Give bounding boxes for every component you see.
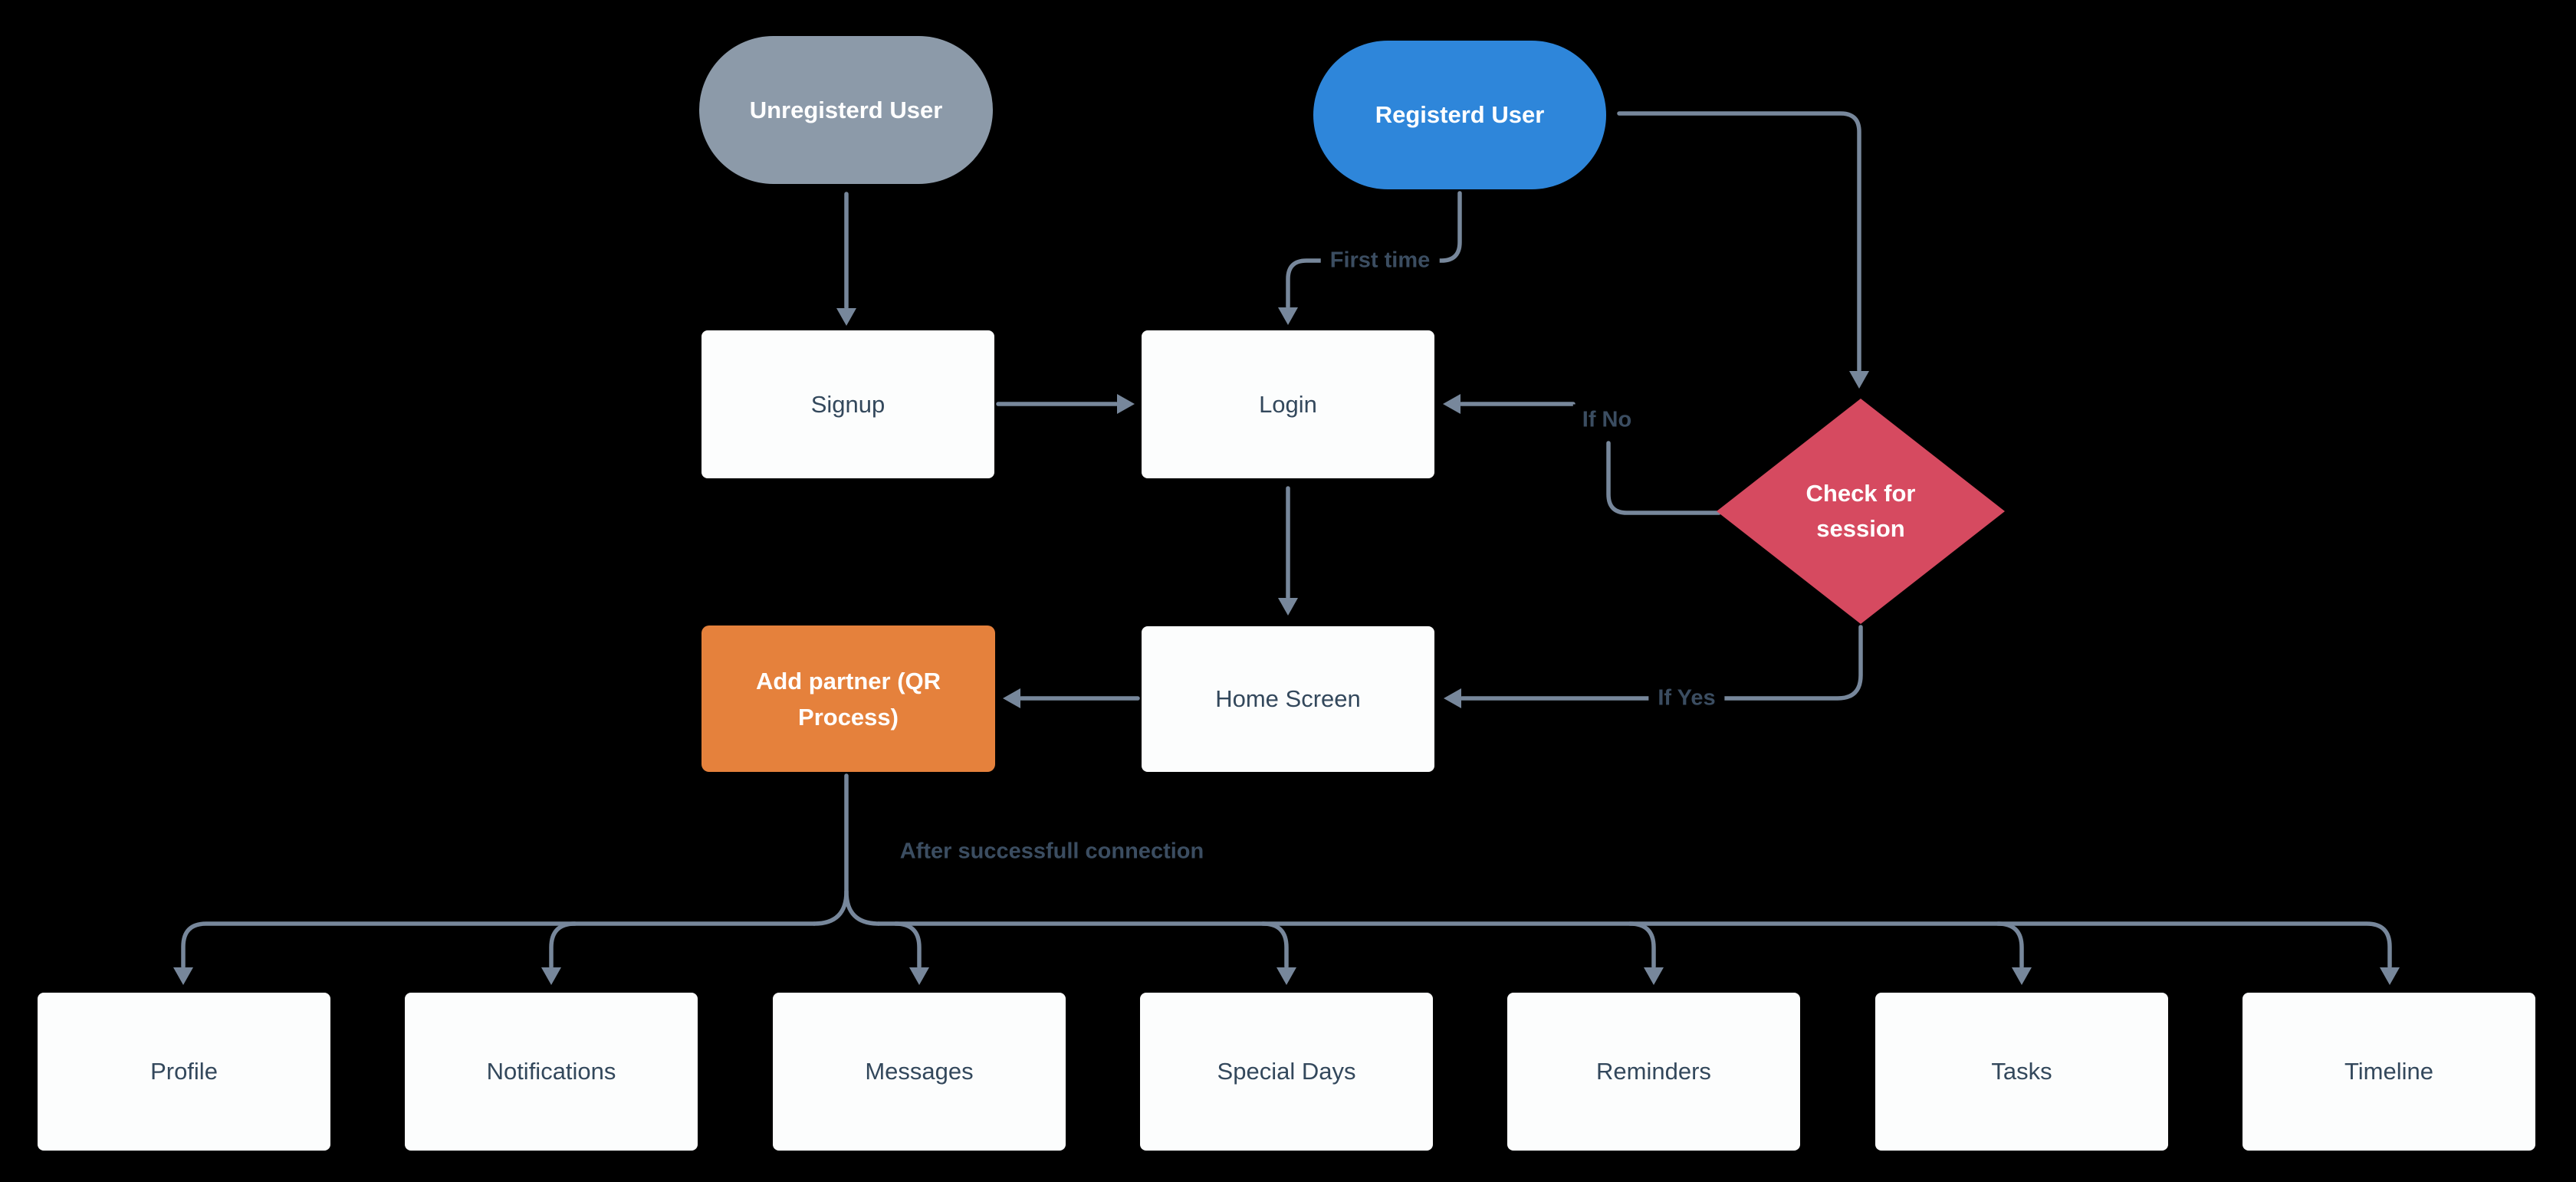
edge-fan-bus-right-to-timeline (876, 921, 2400, 985)
node-signup-label: Signup (810, 390, 886, 418)
edge-fan-branch-notifications (541, 921, 577, 985)
edge-signup-to-login (996, 394, 1135, 414)
node-timeline[interactable]: Timeline (2242, 993, 2535, 1151)
node-add-partner[interactable]: Add partner (QR Process) (702, 625, 995, 772)
node-unregistered-user[interactable]: Unregisterd User (699, 36, 993, 184)
edge-label-after-connection: After successfull connection (899, 839, 1204, 864)
edge-home-to-add-partner (1003, 688, 1140, 708)
edge-unregistered-to-signup (836, 192, 856, 326)
edge-label-if-yes: If Yes (1648, 682, 1725, 714)
node-notifications-label: Notifications (486, 1058, 616, 1085)
node-registered-user[interactable]: Registerd User (1313, 41, 1606, 189)
node-add-partner-label: Add partner (QR Process) (755, 667, 941, 731)
node-messages[interactable]: Messages (773, 993, 1066, 1151)
node-login-label: Login (1259, 390, 1317, 418)
node-messages-label: Messages (865, 1058, 974, 1085)
node-notifications[interactable]: Notifications (405, 993, 698, 1151)
edge-fan-branch-messages (893, 921, 929, 985)
node-registered-user-label: Registerd User (1375, 101, 1545, 128)
edge-fan-branch-tasks (1996, 921, 2032, 985)
edge-fan-branch-reminders (1628, 921, 1664, 985)
edge-check-session-to-login-if-no (1443, 394, 1721, 515)
edge-check-session-to-home-if-yes (1444, 625, 1863, 708)
edge-registered-to-check-session (1617, 111, 1869, 389)
node-profile[interactable]: Profile (38, 993, 330, 1151)
node-profile-label: Profile (150, 1058, 218, 1085)
edge-fan-branch-special-days (1260, 921, 1296, 985)
node-login[interactable]: Login (1142, 330, 1434, 478)
edge-login-to-home (1278, 486, 1298, 616)
node-reminders-label: Reminders (1596, 1058, 1711, 1085)
node-special-days-label: Special Days (1217, 1058, 1356, 1085)
edge-add-partner-fan-stem (812, 773, 881, 926)
edge-label-first-time: First time (1320, 245, 1440, 277)
diamond-shape (1717, 399, 2005, 624)
node-home-screen[interactable]: Home Screen (1142, 626, 1434, 772)
node-reminders[interactable]: Reminders (1507, 993, 1800, 1151)
node-signup[interactable]: Signup (702, 330, 994, 478)
node-special-days[interactable]: Special Days (1140, 993, 1433, 1151)
node-timeline-label: Timeline (2344, 1058, 2433, 1085)
node-check-for-session-label: Check for session (1806, 480, 1916, 542)
node-home-screen-label: Home Screen (1215, 685, 1361, 712)
node-tasks[interactable]: Tasks (1875, 993, 2168, 1151)
edge-label-if-no: If No (1572, 404, 1641, 436)
node-unregistered-user-label: Unregisterd User (749, 96, 943, 123)
edge-fan-bus-left-to-profile (173, 921, 816, 985)
node-tasks-label: Tasks (1991, 1058, 2052, 1085)
node-check-for-session[interactable]: Check for session (1717, 399, 2005, 624)
